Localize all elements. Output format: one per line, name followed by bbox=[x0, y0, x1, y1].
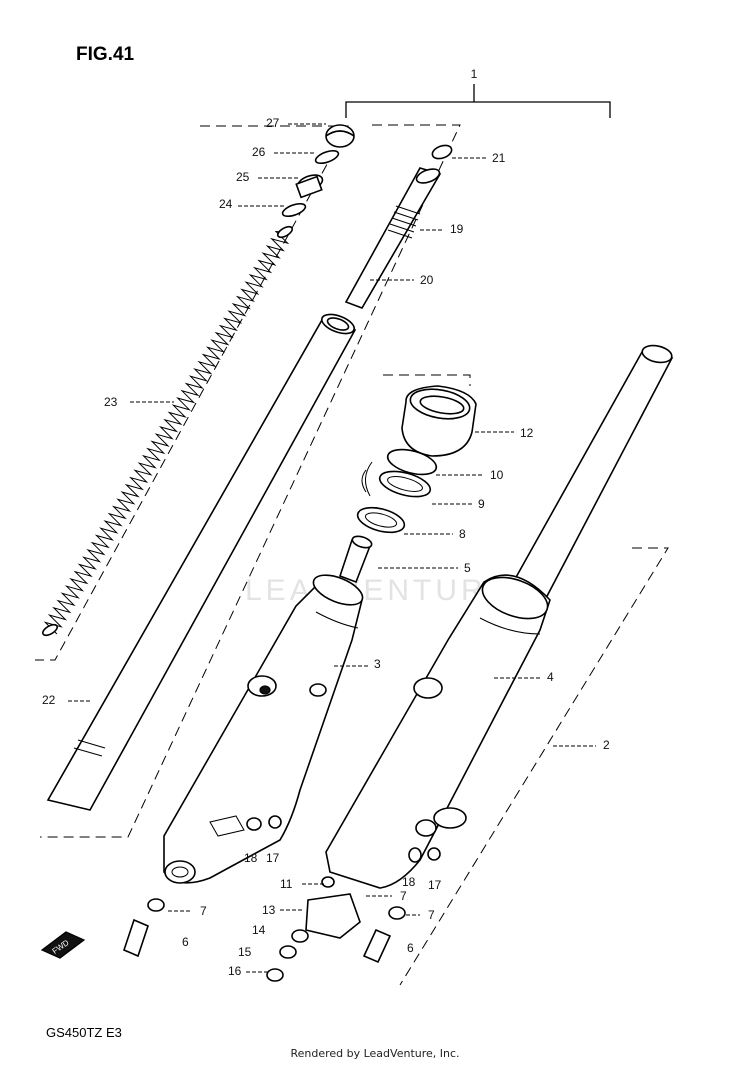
ring-10 bbox=[386, 448, 438, 476]
fork-spring bbox=[41, 225, 294, 637]
part-label-26: 26 bbox=[252, 145, 266, 159]
part-label-14: 14 bbox=[252, 923, 266, 937]
part-label-17: 17 bbox=[428, 878, 442, 892]
washer-18-right bbox=[408, 847, 422, 863]
plug-17-right bbox=[427, 847, 441, 861]
ring-8 bbox=[356, 506, 406, 534]
figure-title: FIG.41 bbox=[76, 44, 135, 65]
seal-9 bbox=[378, 470, 432, 498]
part-label-1: 1 bbox=[471, 67, 478, 81]
part-label-12: 12 bbox=[520, 426, 534, 440]
part-label-8: 8 bbox=[459, 527, 466, 541]
part-label-7: 7 bbox=[400, 889, 407, 903]
pin-11 bbox=[321, 876, 335, 888]
bolt-6-right bbox=[362, 928, 392, 964]
part-label-15: 15 bbox=[238, 945, 252, 959]
model-code: GS450TZ E3 bbox=[46, 1025, 122, 1040]
part-label-9: 9 bbox=[478, 497, 485, 511]
part-label-25: 25 bbox=[236, 170, 250, 184]
washer-7-right bbox=[388, 906, 406, 920]
bracket-13 bbox=[305, 893, 361, 939]
washer-24 bbox=[281, 202, 307, 218]
washer-15 bbox=[279, 945, 297, 959]
part-label-13: 13 bbox=[262, 903, 276, 917]
seals bbox=[356, 385, 477, 534]
part-label-18: 18 bbox=[402, 875, 416, 889]
leader-lines bbox=[68, 123, 596, 973]
part-label-5: 5 bbox=[464, 561, 471, 575]
part-label-7: 7 bbox=[428, 908, 435, 922]
part-label-27: 27 bbox=[266, 116, 280, 130]
part-label-4: 4 bbox=[547, 670, 554, 684]
oring-26 bbox=[314, 149, 340, 165]
plug-17-left bbox=[268, 815, 282, 829]
part-label-19: 19 bbox=[450, 222, 464, 236]
part-label-3: 3 bbox=[374, 657, 381, 671]
part-label-23: 23 bbox=[104, 395, 118, 409]
hardware bbox=[123, 815, 441, 982]
part-label-2: 2 bbox=[603, 738, 610, 752]
damper-rod bbox=[344, 144, 453, 309]
part-label-21: 21 bbox=[492, 151, 506, 165]
nut-14 bbox=[291, 929, 309, 943]
bolt-6-left bbox=[123, 918, 149, 958]
part-label-16: 16 bbox=[228, 964, 242, 978]
part-label-10: 10 bbox=[490, 468, 504, 482]
render-credit: Rendered by LeadVenture, Inc. bbox=[290, 1047, 459, 1060]
part-label-18: 18 bbox=[244, 851, 258, 865]
group-outlines bbox=[35, 124, 669, 986]
forward-arrow-icon: FWD bbox=[40, 931, 86, 959]
part-label-6: 6 bbox=[407, 941, 414, 955]
part-label-24: 24 bbox=[219, 197, 233, 211]
left-outer-tube bbox=[163, 574, 364, 884]
watermark: LEADVENTURE bbox=[245, 574, 511, 607]
inner-fork-tube bbox=[46, 313, 357, 811]
washer-7-left bbox=[147, 898, 165, 912]
washer-18-left bbox=[246, 817, 262, 831]
right-outer-tube bbox=[325, 344, 674, 889]
part-label-17: 17 bbox=[266, 851, 280, 865]
cap-and-spacers bbox=[281, 124, 355, 218]
part-label-11: 11 bbox=[280, 877, 293, 891]
part-label-20: 20 bbox=[420, 273, 434, 287]
assembly-bracket bbox=[345, 84, 611, 118]
oil-lock-piece bbox=[338, 535, 373, 584]
nut-16 bbox=[266, 968, 284, 982]
part-label-6: 6 bbox=[182, 935, 189, 949]
ring-21 bbox=[431, 144, 453, 160]
part-label-22: 22 bbox=[42, 693, 56, 707]
part-label-7: 7 bbox=[200, 904, 207, 918]
